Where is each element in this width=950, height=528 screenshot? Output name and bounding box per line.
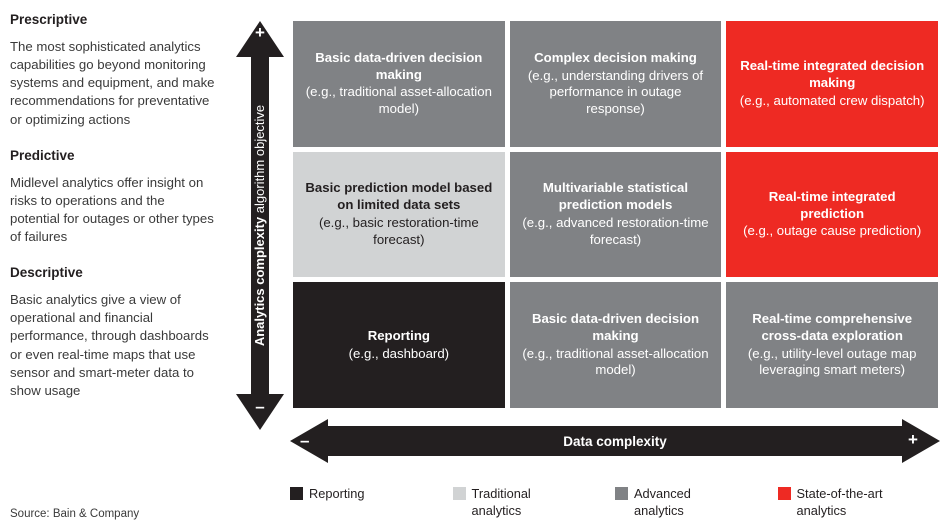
cell-title: Complex decision making: [534, 49, 697, 65]
legend: Reporting Traditional analytics Advanced…: [290, 485, 940, 520]
cell-title: Real-time integrated prediction: [768, 188, 896, 221]
cell-title: Basic data-driven decision making: [315, 49, 483, 82]
section-body-prescriptive: The most sophisticated analytics capabil…: [10, 39, 215, 127]
y-axis-minus-sign: –: [255, 397, 265, 416]
description-section-predictive: Predictive Midlevel analytics offer insi…: [10, 148, 215, 247]
x-axis-double-arrow-icon: [290, 419, 940, 463]
matrix-cell-predictive-high: Real-time integrated prediction (e.g., o…: [726, 151, 938, 278]
section-title-predictive: Predictive: [10, 147, 75, 163]
matrix-cell-prescriptive-low: Basic data-driven decision making (e.g.,…: [293, 21, 505, 147]
x-axis-minus-sign: –: [300, 431, 310, 450]
legend-swatch-reporting: [290, 487, 303, 500]
y-axis-plus-sign: +: [255, 23, 265, 42]
matrix-cell-predictive-medium: Multivariable statistical prediction mod…: [509, 151, 722, 278]
legend-label-state-of-the-art-analytics: State-of-the-art analytics: [796, 486, 883, 519]
matrix-cell-descriptive-high: Real-time comprehensive cross-data explo…: [726, 282, 938, 408]
x-axis-plus-sign: +: [908, 430, 918, 449]
matrix-cell-prescriptive-high: Real-time integrated decision making (e.…: [726, 21, 938, 147]
cell-example: (e.g., utility-level outage map leveragi…: [747, 345, 917, 378]
section-title-descriptive: Descriptive: [10, 265, 83, 281]
cell-example: (e.g., dashboard): [348, 345, 450, 361]
legend-label-traditional-analytics: Traditional analytics: [471, 486, 531, 519]
cell-title: Basic prediction model based on limited …: [305, 180, 493, 213]
legend-item-traditional-analytics: Traditional analytics: [452, 485, 616, 520]
cell-example: (e.g., basic restoration-time forecast): [318, 214, 479, 247]
legend-item-reporting: Reporting: [290, 485, 453, 520]
legend-label-reporting: Reporting: [309, 486, 365, 501]
legend-item-advanced-analytics: Advanced analytics: [615, 485, 778, 520]
legend-label-advanced-analytics: Advanced analytics: [634, 486, 691, 519]
cell-example: (e.g., understanding drivers of performa…: [527, 67, 704, 117]
legend-item-state-of-the-art-analytics: State-of-the-art analytics: [777, 485, 941, 520]
cell-example: (e.g., outage cause prediction): [743, 223, 922, 239]
cell-example: (e.g., traditional asset-allocation mode…: [305, 84, 492, 117]
cell-example: (e.g., automated crew dispatch): [739, 92, 925, 108]
legend-swatch-advanced-analytics: [615, 487, 628, 500]
source-note: Source: Bain & Company: [10, 508, 140, 520]
cell-title: Basic data-driven decision making: [531, 311, 700, 343]
matrix-cell-descriptive-medium: Basic data-driven decision making (e.g.,…: [509, 282, 722, 408]
description-section-prescriptive: Prescriptive The most sophisticated anal…: [10, 12, 215, 129]
matrix-cell-predictive-low: Basic prediction model based on limited …: [293, 151, 505, 278]
cell-example: (e.g., advanced restoration-time forecas…: [522, 214, 709, 247]
section-body-predictive: Midlevel analytics offer insight on risk…: [10, 174, 214, 244]
matrix-cell-prescriptive-medium: Complex decision making (e.g., understan…: [509, 21, 722, 147]
matrix-cell-descriptive-low: Reporting (e.g., dashboard): [293, 282, 505, 408]
y-axis-double-arrow-icon: [236, 21, 284, 430]
cell-title: Multivariable statistical prediction mod…: [542, 180, 689, 213]
legend-swatch-state-of-the-art-analytics: [777, 487, 791, 500]
cell-title: Reporting: [367, 327, 430, 343]
description-section-descriptive: Descriptive Basic analytics give a view …: [10, 265, 215, 400]
section-title-prescriptive: Prescriptive: [10, 12, 88, 27]
analytics-matrix: Basic data-driven decision making (e.g.,…: [293, 21, 938, 408]
legend-swatch-traditional-analytics: [452, 487, 466, 500]
cell-example: (e.g., traditional asset-allocation mode…: [522, 345, 709, 378]
section-body-descriptive: Basic analytics give a view of operation…: [10, 292, 209, 398]
cell-title: Real-time comprehensive cross-data explo…: [752, 311, 913, 343]
descriptions-panel: Prescriptive The most sophisticated anal…: [10, 12, 215, 419]
cell-title: Real-time integrated decision making: [740, 58, 925, 90]
